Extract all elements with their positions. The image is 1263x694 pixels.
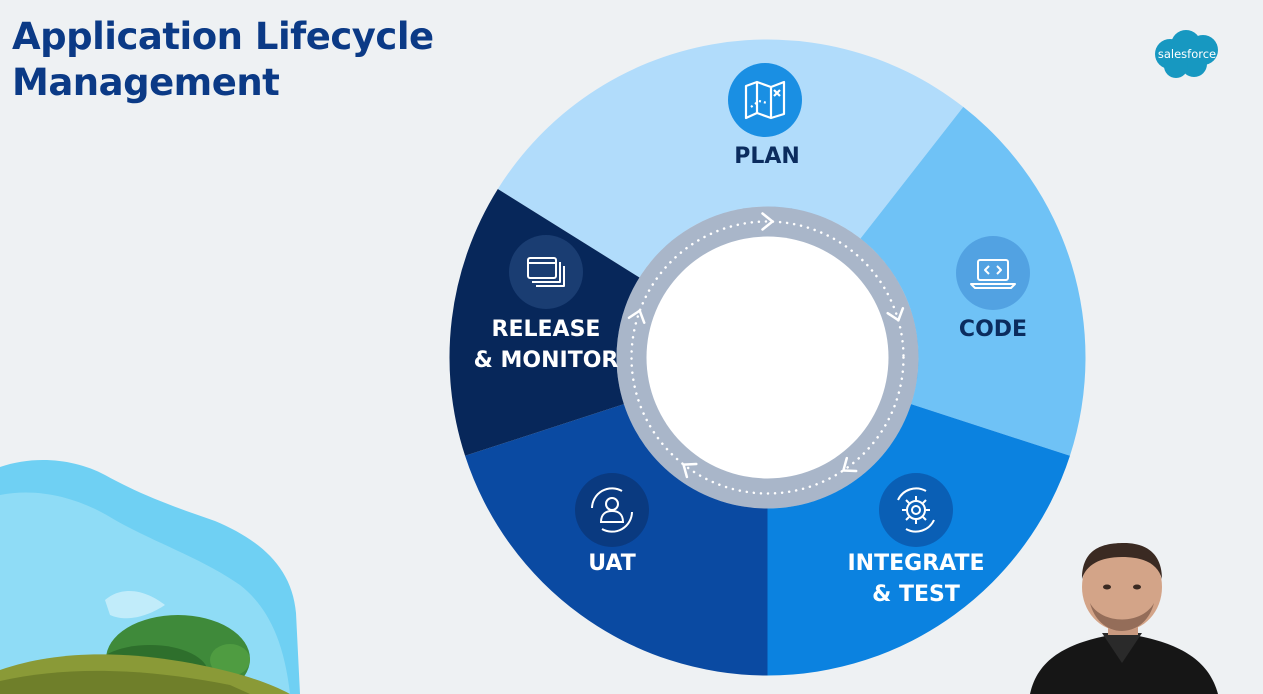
segment-plan[interactable] xyxy=(497,39,964,278)
integrate-test-label-line-2: & TEST xyxy=(872,582,960,607)
lifecycle-diagram: PLAN CODE INTEGRATE & TEST UAT xyxy=(449,39,1086,676)
release-monitor-label: RELEASE & MONITOR xyxy=(474,317,619,373)
salesforce-logo: salesforce xyxy=(1155,30,1218,78)
cycle-arrow-2 xyxy=(886,306,905,322)
cycle-arrow-1 xyxy=(761,212,774,231)
integrate-icon-circle xyxy=(879,473,953,547)
slide-title-line-1: Application Lifecycle xyxy=(12,15,434,58)
stage-release-monitor[interactable]: RELEASE & MONITOR xyxy=(474,235,619,373)
integrate-test-label-line-1: INTEGRATE xyxy=(848,551,985,576)
plan-icon-circle xyxy=(728,63,802,137)
stage-integrate-test[interactable]: INTEGRATE & TEST xyxy=(848,473,985,607)
plan-label-line-1: PLAN xyxy=(734,144,800,169)
plan-label: PLAN xyxy=(734,144,800,169)
cycle-arrow-4 xyxy=(682,462,698,479)
slide-title: Application Lifecycle Management xyxy=(12,14,472,106)
release-monitor-label-line-2: & MONITOR xyxy=(474,348,619,373)
windows-stack-icon xyxy=(527,257,565,287)
uat-label-line-1: UAT xyxy=(588,551,636,576)
stage-uat[interactable]: UAT xyxy=(575,473,649,576)
presenter-webcam xyxy=(1030,543,1218,694)
code-label: CODE xyxy=(959,317,1027,342)
stage-plan[interactable]: PLAN xyxy=(728,63,802,169)
segment-release-monitor[interactable] xyxy=(449,188,640,456)
landscape-illustration xyxy=(0,460,300,694)
map-icon xyxy=(744,80,786,120)
cycle-arrow-3 xyxy=(842,456,858,473)
code-label-line-1: CODE xyxy=(959,317,1027,342)
user-sync-icon xyxy=(591,487,633,533)
gear-icon xyxy=(897,487,935,533)
dotted-cycle-path xyxy=(630,220,905,495)
release-monitor-label-line-1: RELEASE xyxy=(492,317,601,342)
cycle-arrows xyxy=(627,212,905,479)
stage-code[interactable]: CODE xyxy=(956,236,1030,342)
laptop-code-icon xyxy=(970,259,1016,289)
uat-label: UAT xyxy=(588,551,636,576)
release-icon-circle xyxy=(509,235,583,309)
integrate-test-label: INTEGRATE & TEST xyxy=(848,551,985,607)
cycle-arrow-5 xyxy=(627,309,646,324)
center-hole xyxy=(646,236,889,479)
code-icon-circle xyxy=(956,236,1030,310)
salesforce-logo-text: salesforce xyxy=(1158,47,1216,61)
slide-title-line-2: Management xyxy=(12,61,280,104)
